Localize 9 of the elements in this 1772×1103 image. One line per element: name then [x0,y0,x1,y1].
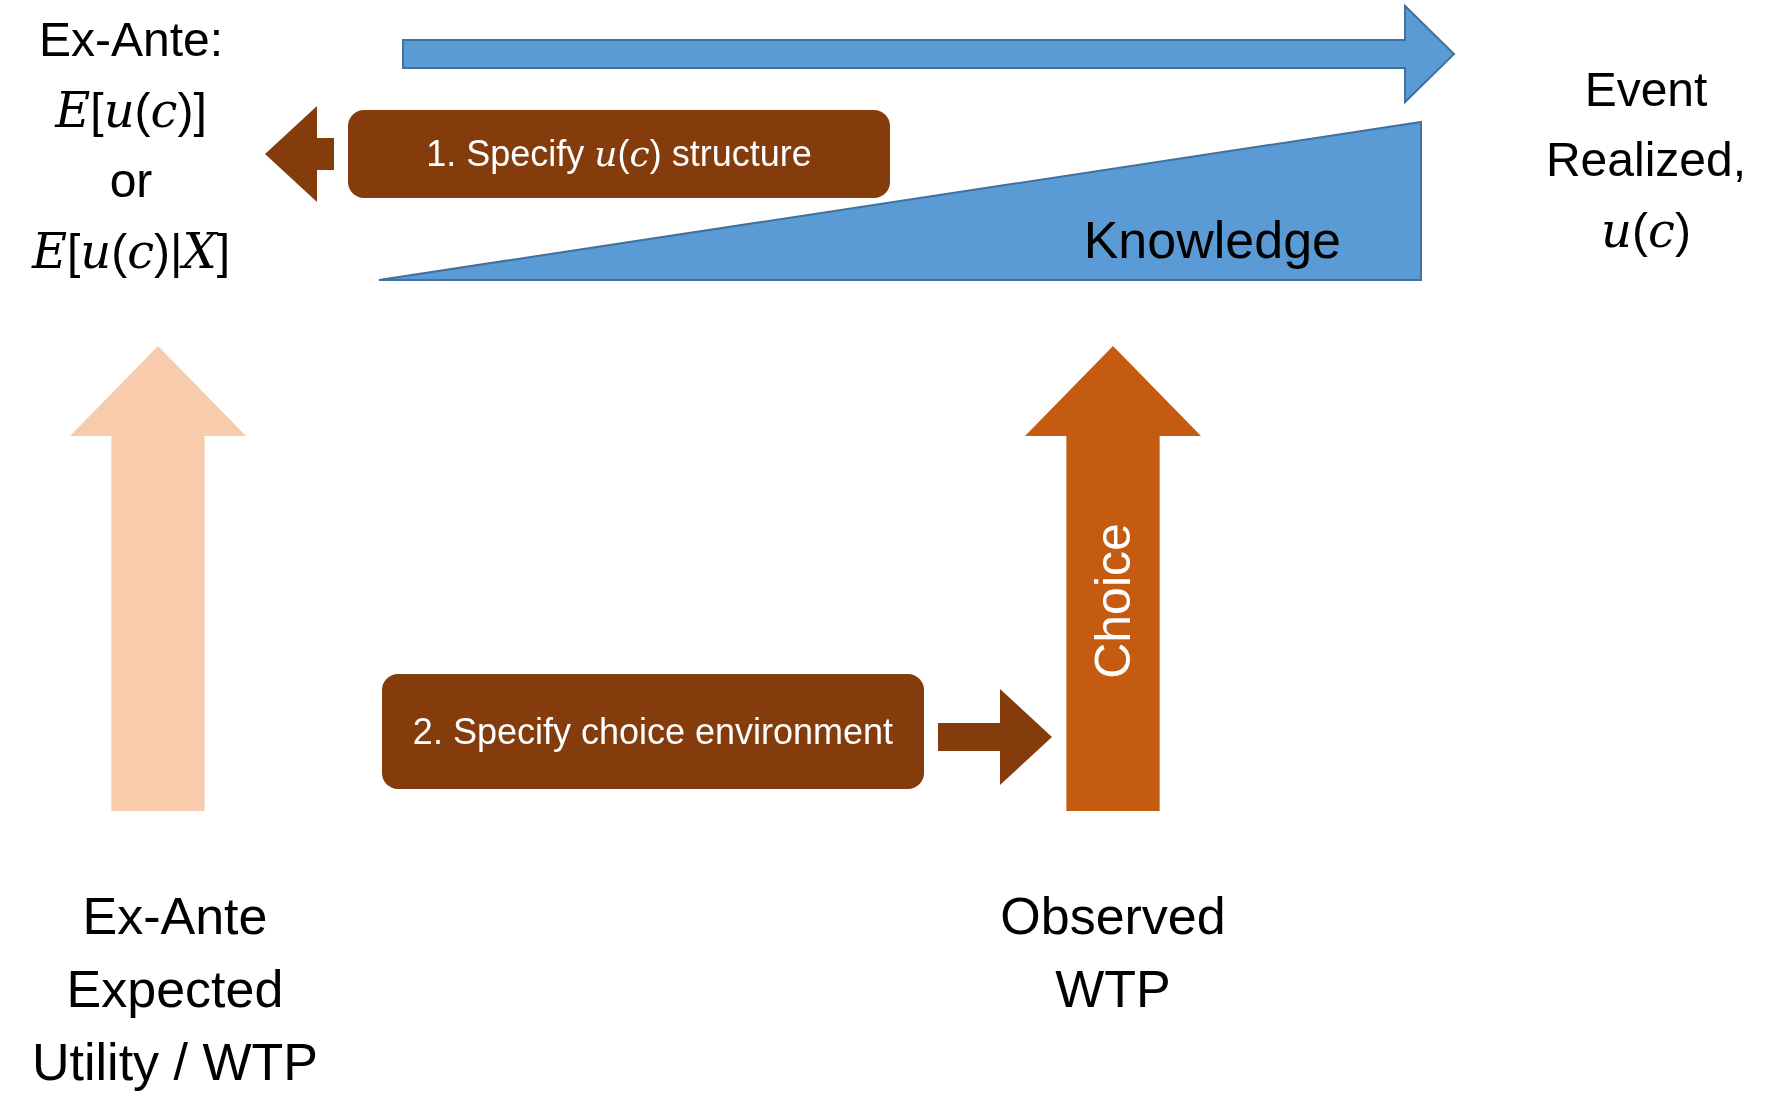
axis-caption: Ex-Ante Expected Utility / WTP [31,886,319,1093]
step-box: 1. Specify u(c) structure [348,110,890,198]
block-arrow [70,346,246,811]
arrow-label: Choice [1085,523,1141,679]
expectation-text: Ex-Ante: E[u(c)] or E[u(c)|X] [0,5,262,287]
axis-caption: Observed WTP [999,886,1227,1020]
step-box: 2. Specify choice environment [382,674,924,789]
event-text: Event Realized, u(c) [1530,55,1762,270]
knowledge-label: Knowledge [1083,210,1341,271]
